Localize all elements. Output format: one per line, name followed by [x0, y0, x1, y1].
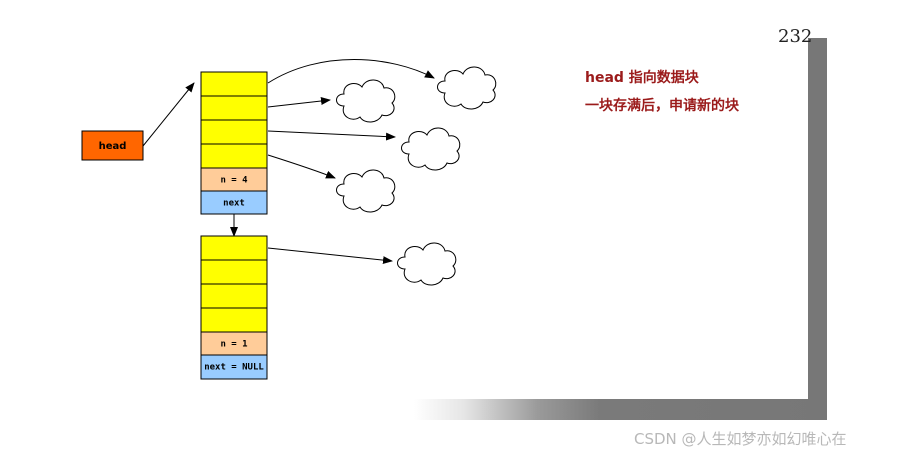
block1-slot-1: [200, 71, 268, 97]
block1-slot-2: [200, 95, 268, 121]
block1-next-label: next: [223, 199, 245, 209]
slot-arrow-3: [267, 130, 396, 141]
data-cloud-5: [397, 242, 457, 286]
data-block-2: n = 1 next = NULL: [200, 235, 268, 380]
data-cloud-4: [336, 169, 396, 213]
slot-arrow-1: [267, 59, 435, 84]
block2-slot-4: [200, 307, 268, 333]
block2-count-label: n = 1: [220, 340, 247, 350]
block1-count-label: n = 4: [220, 176, 248, 186]
caption-line-1: head 指向数据块: [585, 70, 699, 86]
slot-arrow-2: [267, 97, 331, 108]
head-pointer-box: head: [81, 130, 144, 161]
watermark: CSDN @人生如梦亦如幻唯心在: [634, 430, 847, 448]
block1-slot-4: [200, 143, 268, 169]
slot-arrow-4: [267, 154, 336, 179]
head-to-block1-arrow: [142, 82, 195, 147]
block2-slot-2: [200, 259, 268, 285]
block2-next-label: next = NULL: [204, 363, 264, 373]
slide-shadow-bottom: [414, 399, 827, 420]
slide-shadow-right: [808, 38, 827, 420]
head-label: head: [99, 141, 127, 152]
block2-slot-1: [200, 235, 268, 261]
block2-slot-3: [200, 283, 268, 309]
data-block-1: n = 4 next: [200, 71, 268, 215]
data-cloud-1: [437, 66, 497, 110]
page-number: 232: [778, 26, 813, 47]
data-cloud-2: [336, 79, 396, 123]
data-cloud-3: [401, 127, 461, 171]
block1-slot-3: [200, 119, 268, 145]
slot-arrow-5: [267, 247, 393, 265]
block2-next-cell: [200, 354, 268, 380]
caption-line-2: 一块存满后，申请新的块: [585, 98, 739, 114]
